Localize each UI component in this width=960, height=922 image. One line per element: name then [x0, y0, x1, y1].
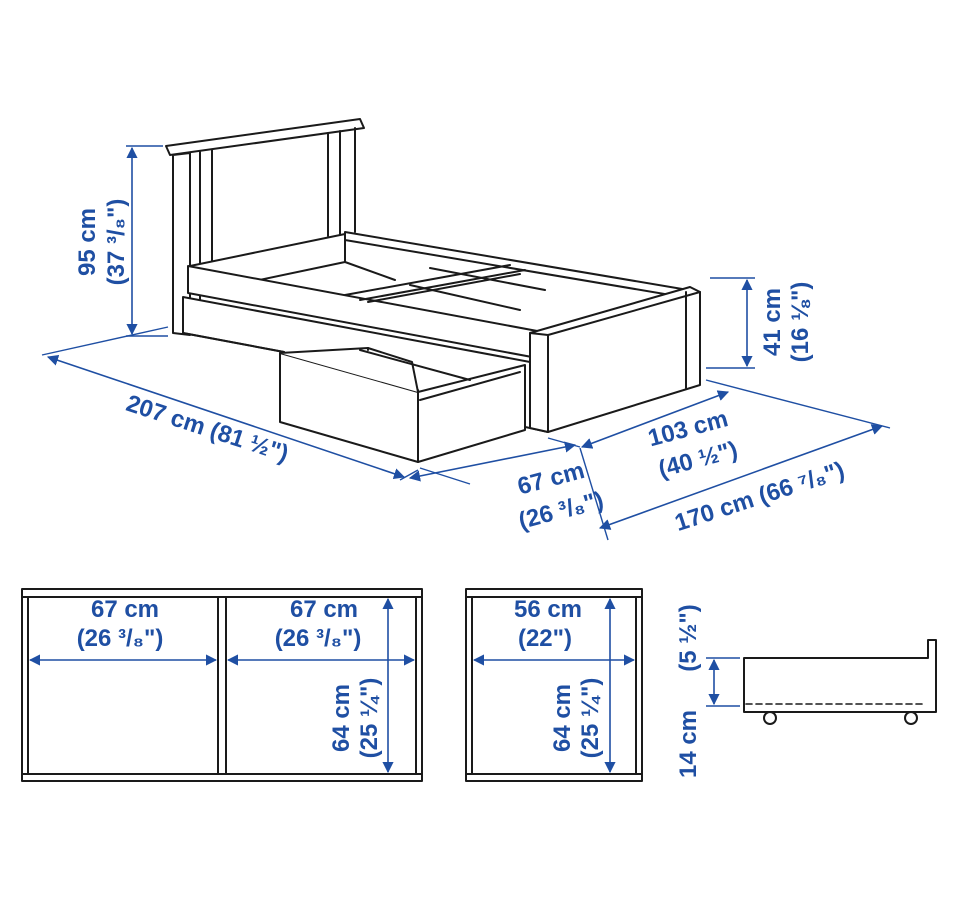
- far-side-rail: [344, 231, 701, 301]
- frame-left-width-cm: 67 cm: [91, 596, 159, 623]
- drawer-wheel-icon: [763, 711, 777, 725]
- single-width-cm: 56 cm: [514, 596, 582, 623]
- footboard-edges: [547, 291, 701, 389]
- dim-ext-line: [399, 469, 419, 481]
- drawer-side-dimensions: [706, 657, 740, 707]
- center-support-bar: [344, 264, 526, 303]
- single-drawer-dimensions: [472, 597, 636, 774]
- dim-total-width-line: [598, 424, 884, 530]
- dim-ext-line: [705, 379, 891, 429]
- frame-depth-in: (25 ¼"): [356, 678, 383, 759]
- frame-right-width-in: (26 ³/₈"): [275, 625, 362, 652]
- footboard-height-in: (16 ⅛"): [787, 282, 814, 363]
- drawer-height-cm: 14 cm: [675, 710, 702, 778]
- dim-ext-line: [41, 326, 169, 356]
- single-depth-in: (25 ¼"): [577, 678, 604, 759]
- footboard-near-post: [529, 332, 549, 433]
- single-width-in: (22"): [518, 625, 572, 652]
- drawer-side: [417, 364, 526, 463]
- drawer-wheel-icon: [904, 711, 918, 725]
- bed-illustration: [165, 118, 701, 463]
- headboard-height-cm: 95 cm: [74, 208, 101, 276]
- drawer-frame-dimensions: [28, 597, 416, 774]
- bed-length-label: 207 cm (81 ½"): [123, 390, 292, 468]
- headboard-height-in: (37 ³/₈"): [103, 199, 130, 286]
- drawer-side-body: [743, 639, 937, 713]
- bed-dimension-lines: [41, 145, 891, 541]
- drawer-frame-illustration: [21, 588, 423, 782]
- frame-right-width-cm: 67 cm: [290, 596, 358, 623]
- frame-divider: [217, 596, 227, 775]
- dim-length-line: [46, 354, 406, 480]
- headboard-right-posts: [327, 127, 356, 237]
- drawer-side-illustration: [743, 639, 937, 725]
- headboard-cap: [165, 118, 365, 156]
- dim-ext-line: [547, 437, 581, 448]
- footboard-panel: [529, 286, 701, 433]
- drawer-height-in: (5 ½"): [675, 604, 702, 671]
- footboard-height-cm: 41 cm: [759, 288, 786, 356]
- frame-depth-cm: 64 cm: [328, 684, 355, 752]
- bed-slats: [344, 261, 546, 311]
- single-depth-cm: 64 cm: [549, 684, 576, 752]
- dim-drawer-depth-line: [408, 441, 577, 482]
- bed-base-bottom-edge: [182, 332, 285, 353]
- frame-left-width-in: (26 ³/₈"): [77, 625, 164, 652]
